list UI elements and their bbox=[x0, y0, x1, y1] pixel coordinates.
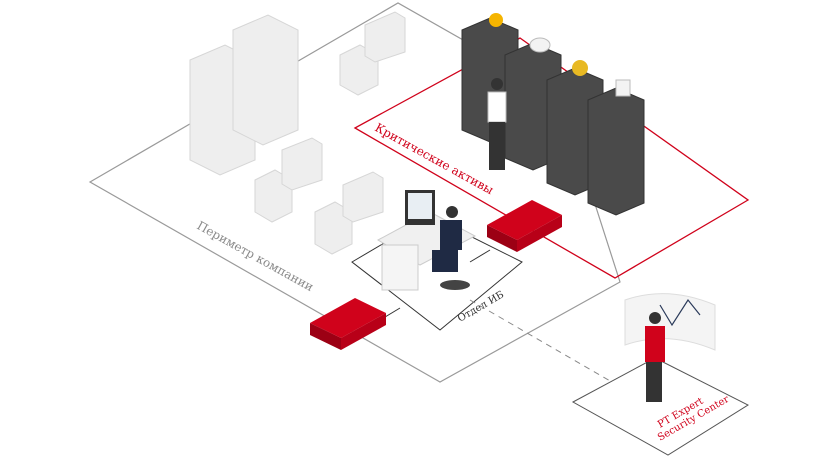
analyst-desk bbox=[376, 190, 477, 291]
key-icon bbox=[489, 13, 503, 27]
link-line bbox=[469, 249, 491, 263]
pt-appliance bbox=[310, 298, 386, 350]
coins-icon bbox=[572, 60, 588, 76]
soc-analyst bbox=[624, 293, 716, 402]
soc-zone bbox=[571, 357, 750, 456]
perimeter-label: Периметр компании bbox=[195, 218, 316, 294]
pt-appliance bbox=[487, 200, 562, 252]
ghost-servers bbox=[189, 11, 406, 255]
document-icon bbox=[615, 79, 631, 97]
admin-person bbox=[487, 78, 507, 170]
cloud-icon bbox=[529, 37, 551, 53]
dashed-link bbox=[469, 299, 613, 383]
